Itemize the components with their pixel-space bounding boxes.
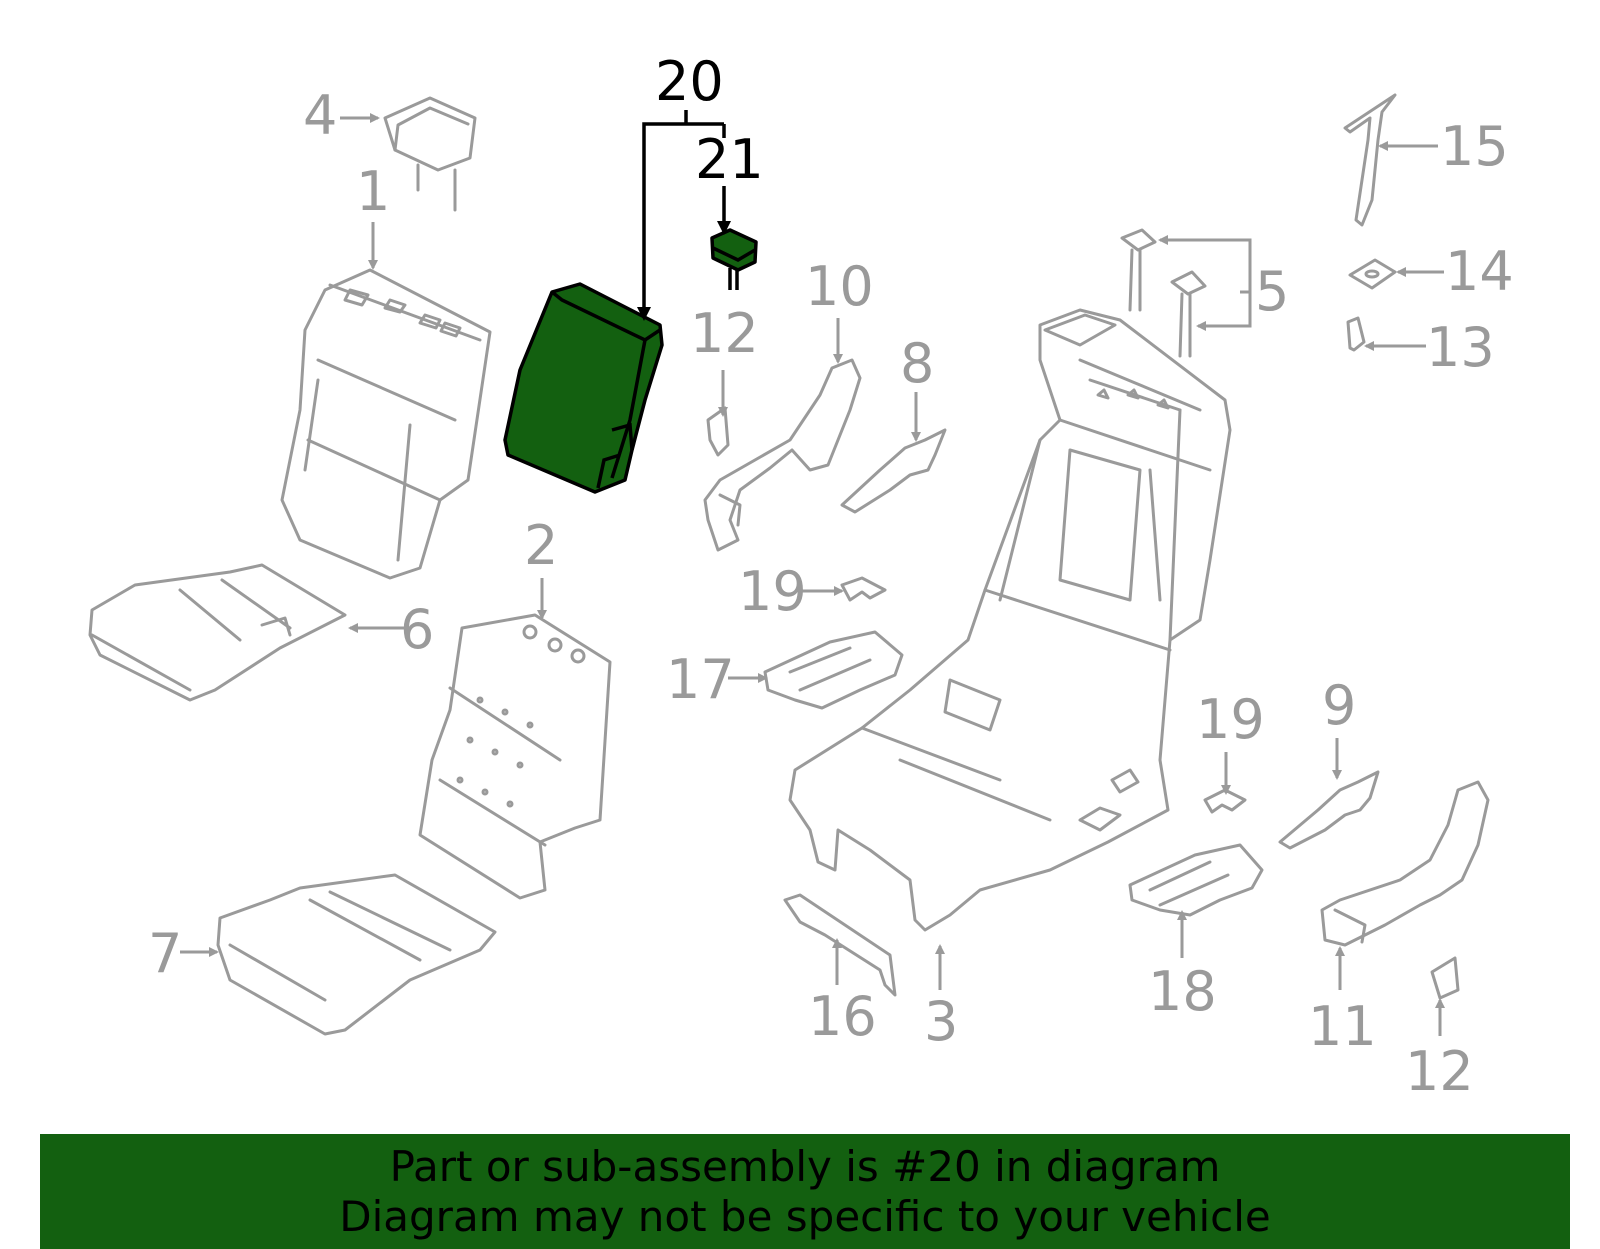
callout-2: 2 — [524, 514, 558, 577]
callout-14: 14 — [1445, 240, 1514, 303]
part-2-seatback-frame — [418, 613, 612, 900]
part-12-clip-upper — [706, 406, 730, 457]
callout-21: 21 — [695, 128, 764, 191]
part-6-cushion-cover — [88, 563, 347, 702]
part-7-cushion-pad — [216, 873, 497, 1036]
callout-12-upper: 12 — [690, 302, 759, 365]
part-10-bracket — [703, 358, 862, 552]
banner-line-disclaimer: Diagram may not be specific to your vehi… — [339, 1191, 1271, 1241]
part-16-trim — [783, 893, 897, 997]
callout-19-upper: 19 — [738, 560, 807, 623]
part-18-slide — [1128, 843, 1264, 917]
part-12-clip-lower — [1430, 956, 1460, 1000]
callout-3: 3 — [924, 990, 958, 1053]
part-20-highlighted-seatback — [503, 282, 664, 494]
callout-10: 10 — [805, 255, 874, 318]
callout-6: 6 — [400, 598, 434, 661]
banner-line-part: Part or sub-assembly is #20 in diagram — [389, 1141, 1221, 1191]
part-4-headrest — [383, 96, 477, 212]
callout-9: 9 — [1322, 674, 1356, 737]
part-3-seat-frame — [788, 308, 1232, 932]
callout-11: 11 — [1308, 995, 1377, 1058]
callout-20: 20 — [655, 50, 724, 113]
part-1-seatback-cover — [280, 268, 492, 580]
callout-17: 17 — [666, 648, 735, 711]
callout-7: 7 — [148, 922, 182, 985]
callout-15: 15 — [1440, 115, 1509, 178]
part-9-bracket — [1278, 770, 1380, 850]
part-13-clip — [1346, 316, 1366, 352]
callout-4: 4 — [303, 84, 337, 147]
callout-5: 5 — [1255, 260, 1289, 323]
part-19-clip-lower — [1203, 788, 1247, 814]
callout-8: 8 — [900, 332, 934, 395]
part-15-trim-strip — [1343, 93, 1397, 227]
callout-leaders — [180, 113, 1445, 1036]
part-19-clip-upper — [840, 576, 887, 602]
info-banner: Part or sub-assembly is #20 in diagram D… — [40, 1134, 1570, 1249]
callout-12-lower: 12 — [1405, 1040, 1474, 1103]
callout-18: 18 — [1148, 960, 1217, 1023]
part-5-headrest-guides — [1120, 228, 1207, 358]
callout-13: 13 — [1426, 316, 1495, 379]
callout-19-lower: 19 — [1196, 688, 1265, 751]
callout-1: 1 — [356, 160, 390, 223]
part-17-slide — [763, 630, 904, 710]
part-8-bracket — [840, 428, 947, 514]
part-14-clip — [1348, 258, 1397, 290]
highlight-leaders — [637, 110, 731, 321]
part-11-bracket — [1320, 780, 1490, 947]
callout-16: 16 — [808, 985, 877, 1048]
callout-labels: 4 1 6 2 7 20 21 12 10 8 19 17 15 14 13 5… — [148, 50, 1514, 1103]
part-21-highlighted-component — [710, 228, 758, 290]
